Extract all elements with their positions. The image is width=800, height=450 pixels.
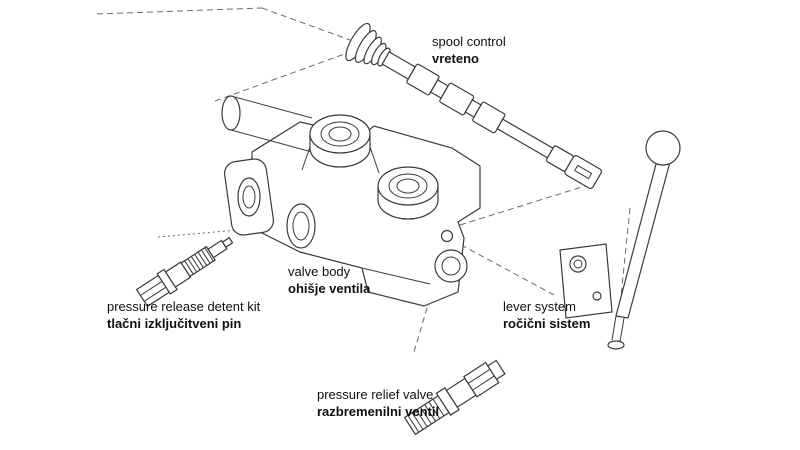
label-spool-control-en: spool control bbox=[432, 34, 506, 49]
label-valve-body-sl: ohišje ventila bbox=[288, 281, 371, 296]
label-valve-body-en: valve body bbox=[288, 264, 351, 279]
label-detent-kit-en: pressure release detent kit bbox=[107, 299, 261, 314]
label-relief-valve-sl: razbremenilni ventil bbox=[317, 404, 440, 419]
label-lever-system-sl: ročični sistem bbox=[503, 316, 591, 331]
spool-control-drawing bbox=[345, 22, 603, 190]
detent-kit-drawing bbox=[135, 236, 234, 308]
label-spool-control-sl: vreteno bbox=[432, 51, 479, 66]
label-spool-control: spool control vreteno bbox=[432, 33, 506, 67]
label-detent-kit-sl: tlačni izključitveni pin bbox=[107, 316, 242, 331]
valve-body-drawing bbox=[221, 95, 481, 307]
lever-system-drawing bbox=[559, 130, 681, 350]
label-relief-valve-en: pressure relief valve bbox=[317, 387, 434, 402]
label-valve-body: valve body ohišje ventila bbox=[288, 263, 370, 297]
label-lever-system-en: lever system bbox=[503, 299, 576, 314]
label-detent-kit: pressure release detent kit tlačni izklj… bbox=[107, 298, 260, 332]
label-lever-system: lever system ročični sistem bbox=[503, 298, 590, 332]
label-relief-valve: pressure relief valve razbremenilni vent… bbox=[317, 386, 439, 420]
relief-valve-drawing bbox=[403, 359, 506, 436]
